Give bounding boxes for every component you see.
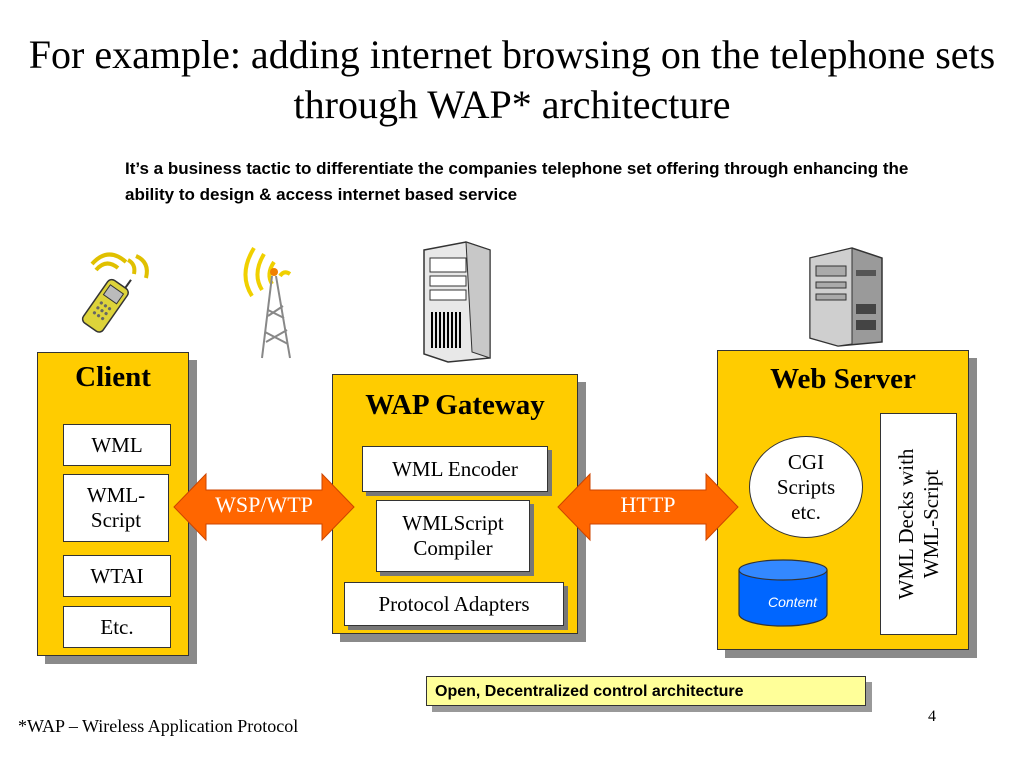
gateway-title: WAP Gateway <box>365 389 545 421</box>
footnote: *WAP – Wireless Application Protocol <box>18 716 299 736</box>
antenna-tower-icon <box>243 246 292 359</box>
cgi-scripts-circle: CGI Scripts etc. <box>749 436 863 538</box>
architecture-note: Open, Decentralized control architecture <box>426 676 866 706</box>
page-number: 4 <box>928 708 936 725</box>
wml-decks-box: WML Decks with WML-Script <box>880 413 957 635</box>
gateway-item-wmlscript-compiler: WMLScript Compiler <box>376 500 530 572</box>
web-server-icon <box>809 247 883 347</box>
gateway-item-protocol-adapters: Protocol Adapters <box>344 582 564 626</box>
wml-decks-label: WML Decks with WML-Script <box>893 448 943 600</box>
content-label: Content <box>768 594 818 610</box>
http-label: HTTP <box>620 492 676 517</box>
slide-subtitle: It’s a business tactic to differentiate … <box>125 159 909 204</box>
server-title: Web Server <box>770 363 916 395</box>
mobile-phone-icon <box>81 252 149 333</box>
wsp-wtp-arrow <box>173 472 355 542</box>
gateway-item-wml-encoder: WML Encoder <box>362 446 548 492</box>
gateway-server-icon <box>423 241 491 363</box>
wsp-wtp-label: WSP/WTP <box>215 492 313 517</box>
client-item-wml-script: WML-Script <box>63 474 169 542</box>
slide-title: For example: adding internet browsing on… <box>28 32 996 127</box>
http-arrow <box>557 472 739 542</box>
client-item-wml: WML <box>63 424 171 466</box>
cgi-scripts-label: CGI Scripts etc. <box>776 449 836 524</box>
content-database-icon <box>738 559 828 627</box>
client-item-etc: Etc. <box>63 606 171 648</box>
client-item-wtai: WTAI <box>63 555 171 597</box>
client-title: Client <box>75 361 151 393</box>
